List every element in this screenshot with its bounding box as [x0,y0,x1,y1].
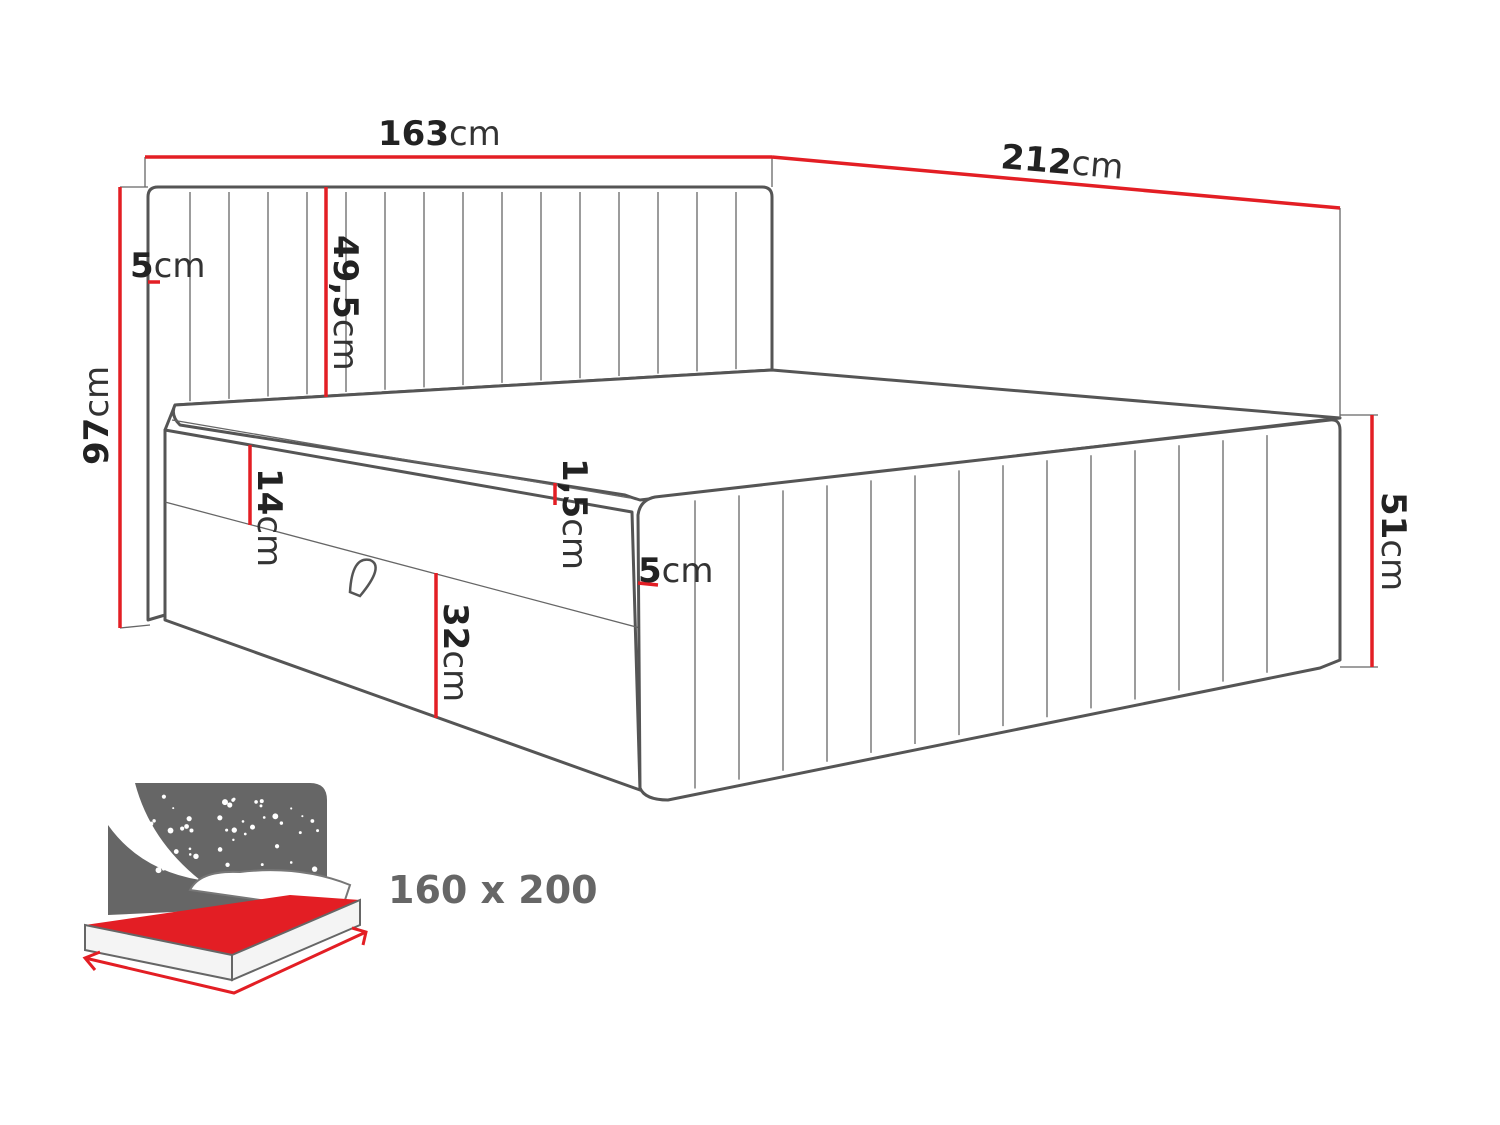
star-icon [231,798,235,802]
star-icon [217,815,223,821]
star-icon [316,829,320,833]
star-icon [259,804,263,808]
label-163: 163cm [378,114,501,154]
label-14: 14cm [249,468,289,567]
star-icon [193,853,199,860]
label-1-5: 1,5cm [554,458,594,570]
star-icon [222,799,228,806]
star-icon [167,827,174,834]
star-icon [227,802,233,808]
star-icon [310,819,315,823]
mattress-top [171,368,1342,502]
star-icon [149,821,154,826]
label-49-5: 49,5cm [325,235,365,371]
label-5-foot: 5cm [638,551,714,591]
side-panel [636,418,1342,802]
star-icon [161,794,166,799]
star-icon [180,826,185,831]
star-icon [279,821,284,825]
star-icon [274,844,280,849]
star-icon [173,849,179,854]
star-icon [272,813,279,820]
side-panel-stripes [694,435,1268,789]
label-97: 97cm [77,366,117,465]
star-icon [155,867,162,874]
star-icon [254,800,258,804]
star-icon [161,863,166,868]
star-icon [249,824,256,830]
star-icon [301,815,304,818]
star-icon [152,819,156,823]
star-icon [311,866,318,872]
headboard-stripes [189,192,737,402]
star-icon [241,820,245,823]
star-icon [231,827,237,833]
mattress-size-icon [82,783,368,995]
dim-line-212 [771,155,1341,210]
label-32: 32cm [435,603,475,702]
star-icon [217,847,223,852]
star-icon [259,799,264,804]
star-icon [172,807,175,810]
label-212: 212cm [999,137,1125,188]
headboard [146,185,774,622]
star-icon [188,847,192,851]
star-icon [188,853,192,856]
star-icon [298,831,302,835]
star-icon [289,861,293,864]
star-icon [186,816,192,822]
star-icon [290,807,293,810]
dim-line-5-foot [637,581,659,587]
storage-handle-icon [348,558,377,598]
label-51: 51cm [1373,492,1413,591]
mattress-size-label: 160 x 200 [388,868,598,912]
label-5-headboard: 5cm [130,246,206,286]
star-icon [225,862,230,867]
star-icon [184,824,189,829]
star-icon [260,863,264,867]
star-icon [232,838,235,842]
star-icon [225,828,229,832]
star-icon [243,832,247,836]
star-icon [189,828,194,833]
star-icon [262,816,266,819]
star-icon [162,867,166,871]
